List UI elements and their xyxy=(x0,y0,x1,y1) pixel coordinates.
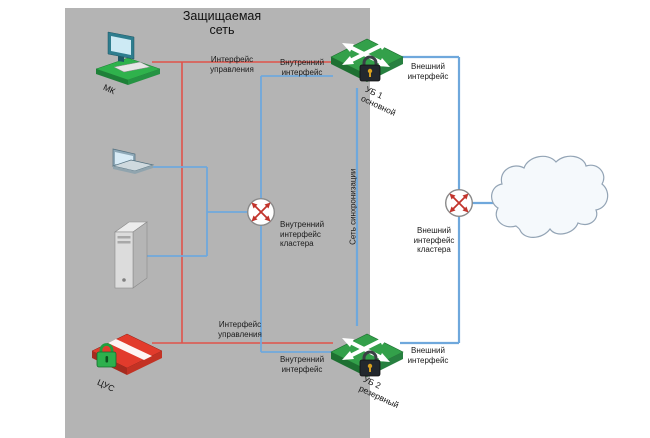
sync-network-label: Сеть синхронизации xyxy=(348,168,358,245)
server-icon xyxy=(114,221,148,289)
router-icon xyxy=(444,188,474,218)
internal-interface-label-bottom: Внутренний интерфейс xyxy=(279,355,325,374)
protected-network-title: Защищаемая сеть xyxy=(182,9,262,37)
laptop-icon xyxy=(111,148,155,174)
server-node xyxy=(103,218,155,297)
gateway-primary-node xyxy=(328,26,406,95)
internal-interface-label-top: Внутренний интерфейс xyxy=(279,58,325,77)
control-center-icon xyxy=(91,333,163,375)
management-interface-label-bottom: Интерфейс управления xyxy=(218,320,262,339)
management-interface-label-top: Интерфейс управления xyxy=(210,55,254,74)
internal-cluster-router-node xyxy=(246,197,276,232)
gateway-primary-icon xyxy=(330,38,404,82)
lock-icon xyxy=(359,55,381,82)
cloud-icon xyxy=(491,155,609,238)
control-center-node xyxy=(88,322,166,385)
external-cluster-router-node xyxy=(444,188,474,223)
gateway-backup-node xyxy=(328,324,406,387)
lock-icon xyxy=(359,350,381,377)
lock-icon xyxy=(96,343,117,368)
router-icon xyxy=(246,197,276,227)
internal-cluster-router-label: Внутренний интерфейс кластера xyxy=(280,220,325,248)
workstation-node xyxy=(92,28,164,91)
external-interface-label-top: Внешний интерфейс xyxy=(407,62,449,81)
external-cluster-router-label: Внешний интерфейс кластера xyxy=(413,226,455,254)
gateway-backup-icon xyxy=(330,333,404,377)
external-interface-label-bottom: Внешний интерфейс xyxy=(407,346,449,365)
management-network-lines xyxy=(152,61,333,344)
workstation-icon xyxy=(95,31,161,85)
laptop-node xyxy=(106,146,158,193)
internet-cloud xyxy=(486,150,610,253)
